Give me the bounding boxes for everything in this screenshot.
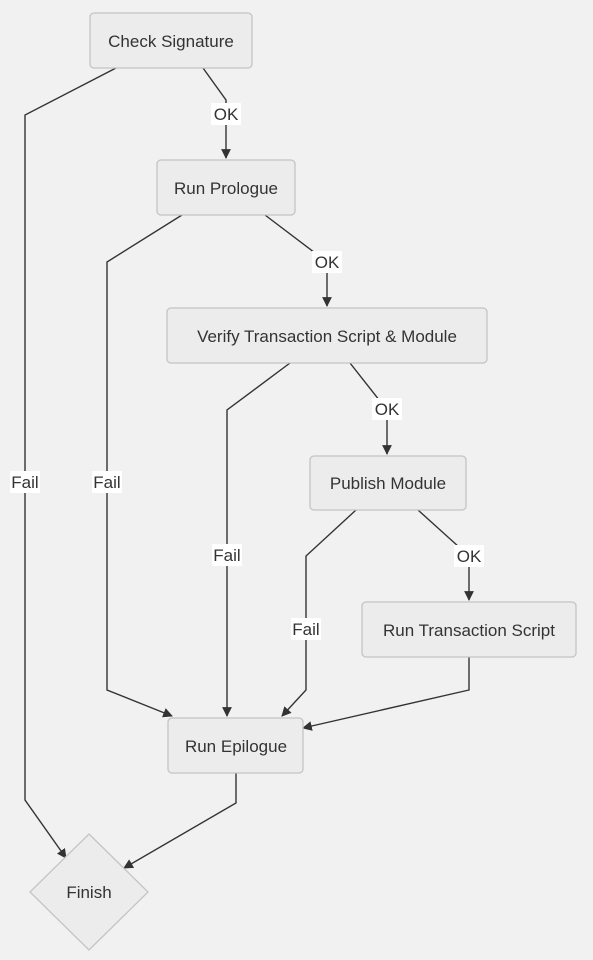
edge-verify-fail <box>222 362 291 717</box>
edge-signature-ok <box>202 67 231 159</box>
node-label: Verify Transaction Script & Module <box>197 327 457 346</box>
edge-label-publish-ok: OK <box>454 545 484 567</box>
node-publish-module[interactable]: Publish Module <box>309 455 467 511</box>
edge-label-verify-fail: Fail <box>212 544 242 566</box>
node-label: Publish Module <box>330 474 446 493</box>
node-label: Finish <box>66 883 111 902</box>
svg-text:OK: OK <box>375 400 400 419</box>
edge-label-prologue-ok: OK <box>312 251 342 273</box>
node-verify-transaction-script-module[interactable]: Verify Transaction Script & Module <box>166 307 488 364</box>
node-check-signature[interactable]: Check Signature <box>89 12 253 69</box>
svg-text:OK: OK <box>457 547 482 566</box>
svg-text:Fail: Fail <box>213 546 240 565</box>
edge-label-prologue-fail: Fail <box>92 471 122 493</box>
edge-label-publish-fail: Fail <box>291 618 321 640</box>
edge-epilogue-finish <box>123 773 237 869</box>
node-finish[interactable]: Finish <box>29 833 149 951</box>
edge-signature-fail <box>24 67 117 859</box>
edge-label-verify-ok: OK <box>372 398 402 420</box>
svg-text:Fail: Fail <box>292 620 319 639</box>
svg-text:Fail: Fail <box>93 473 120 492</box>
node-label: Run Epilogue <box>185 737 287 756</box>
node-label: Run Transaction Script <box>383 621 555 640</box>
svg-text:OK: OK <box>315 253 340 272</box>
node-run-transaction-script[interactable]: Run Transaction Script <box>361 601 577 658</box>
edge-publish-fail <box>281 509 357 717</box>
node-run-epilogue[interactable]: Run Epilogue <box>167 717 304 774</box>
node-label: Run Prologue <box>174 179 278 198</box>
edge-prologue-fail <box>106 214 183 718</box>
svg-text:OK: OK <box>214 105 239 124</box>
edge-script-epilogue <box>302 657 470 731</box>
edge-label-signature-ok: OK <box>211 103 241 125</box>
svg-text:Fail: Fail <box>11 473 38 492</box>
node-run-prologue[interactable]: Run Prologue <box>156 159 296 216</box>
node-label: Check Signature <box>108 32 234 51</box>
edge-label-signature-fail: Fail <box>10 471 40 493</box>
